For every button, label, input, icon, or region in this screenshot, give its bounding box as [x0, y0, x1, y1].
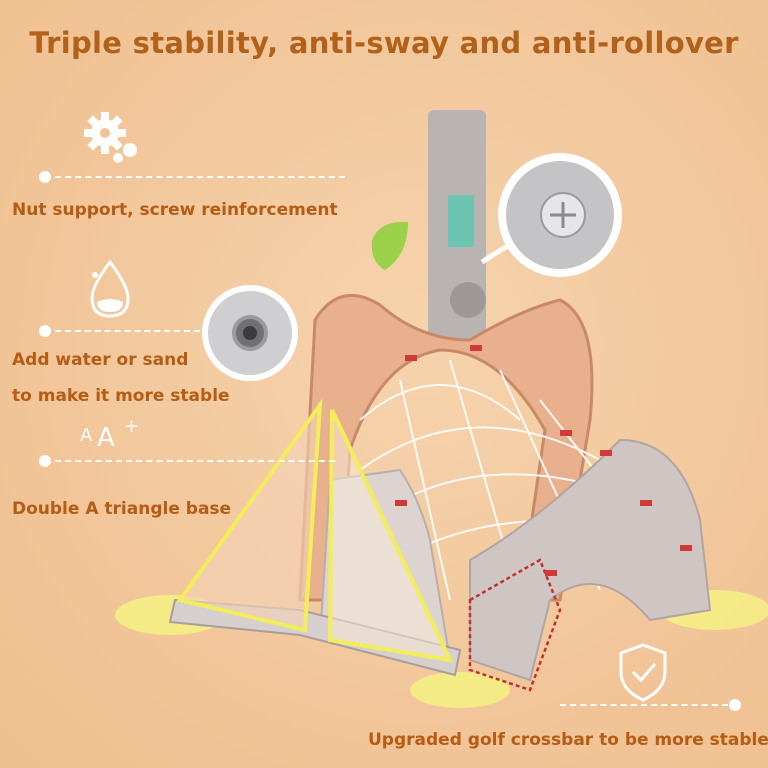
svg-text:+: + [124, 416, 139, 437]
bullet-dot [39, 455, 51, 467]
leader-line [560, 704, 728, 706]
feature-nut-support: Nut support, screw reinforcement [12, 200, 338, 220]
bullet-dot [39, 325, 51, 337]
leader-line [55, 176, 345, 178]
feature-water-sand-line1: Add water or sand [12, 350, 189, 370]
bullet-dot [39, 171, 51, 183]
page-title: Triple stability, anti-sway and anti-rol… [29, 26, 739, 60]
svg-text:A: A [80, 425, 93, 446]
feature-water-sand-line2: to make it more stable [12, 386, 230, 406]
bullet-dot [729, 699, 741, 711]
leader-line [55, 330, 200, 332]
svg-text:A: A [97, 423, 115, 453]
feature-double-a: Double A triangle base [12, 499, 232, 519]
feature-crossbar: Upgraded golf crossbar to be more stable [368, 730, 768, 750]
leader-line [55, 460, 335, 462]
